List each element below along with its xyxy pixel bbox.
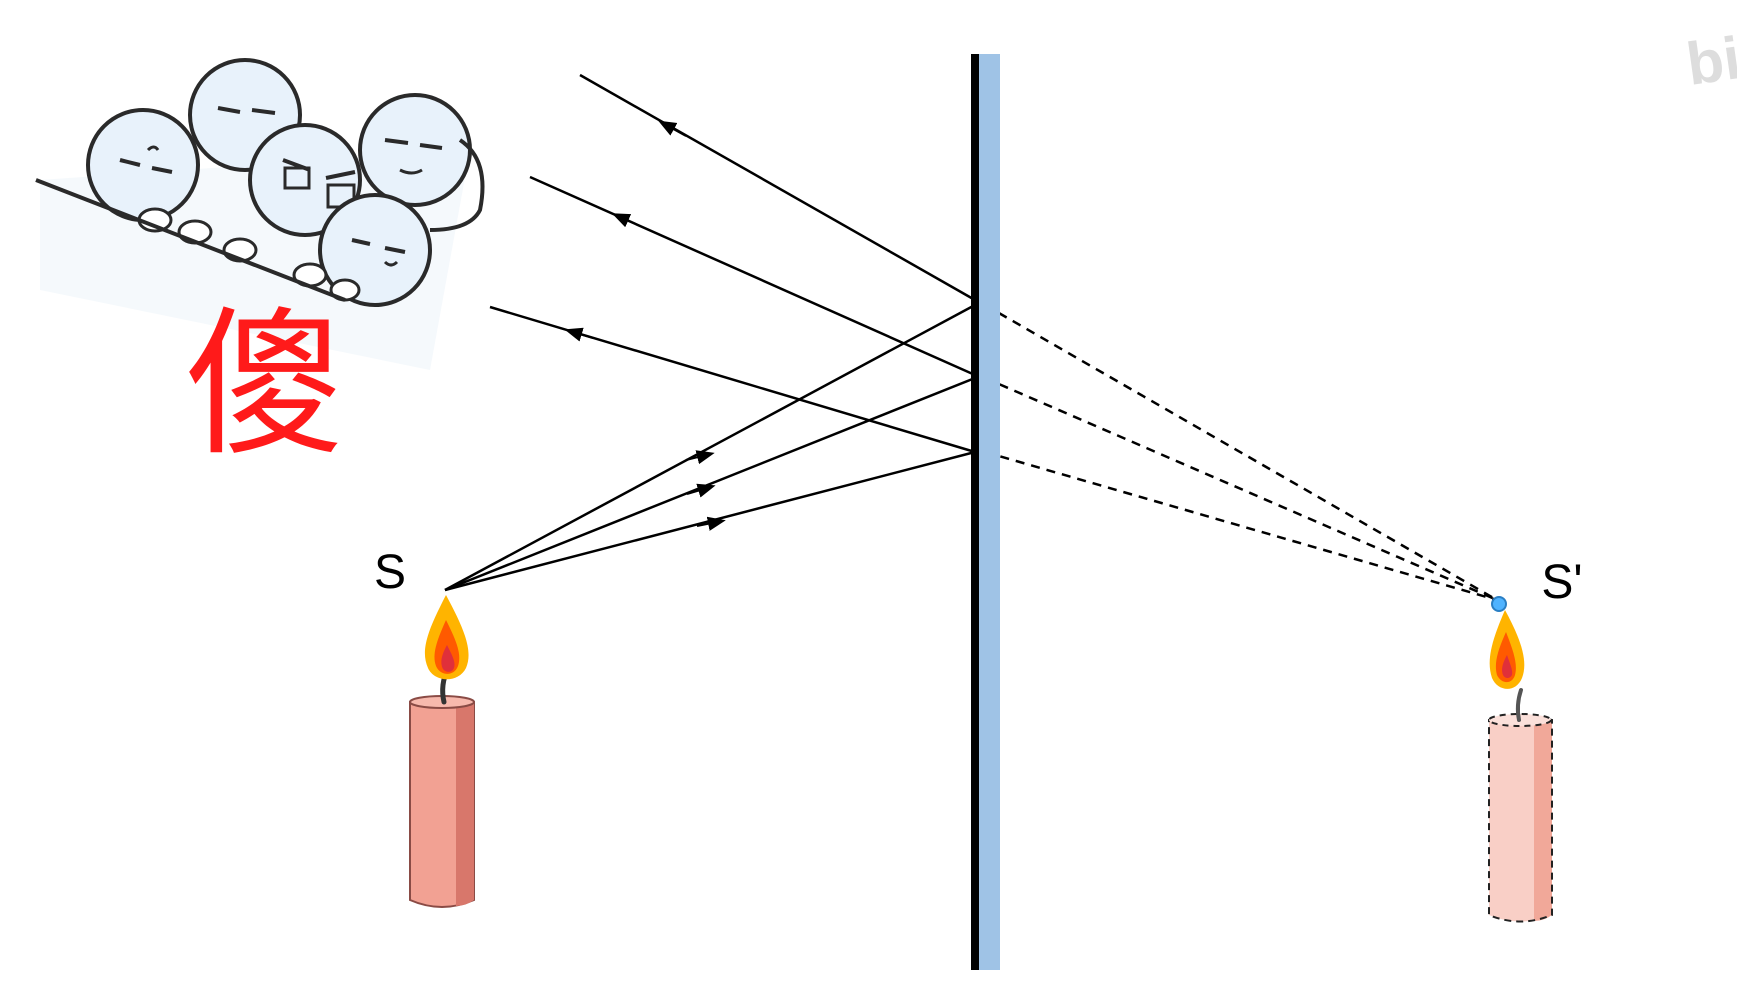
- virtual-extension-2: [984, 376, 1498, 602]
- reflected-ray-3: [489, 305, 976, 454]
- plane-mirror: [971, 54, 1000, 970]
- meme-ledge-line: [35, 178, 346, 302]
- candle-icon: [409, 595, 475, 908]
- reflected-ray-2: [529, 175, 976, 377]
- virtual-ray-extensions: [984, 303, 1498, 602]
- incident-ray-3: [444, 450, 976, 592]
- crowd-peeking-meme-icon: [35, 58, 485, 370]
- meme-face-5: [318, 193, 432, 307]
- reflected-rays: [489, 73, 976, 454]
- candle-body-shadow: [456, 701, 474, 906]
- flame-icon: [424, 595, 469, 680]
- reflected-ray-1: [579, 73, 976, 302]
- meme-face-3: [358, 93, 485, 232]
- incident-arrow-2: [686, 483, 716, 498]
- watermark-logo: bi: [1682, 24, 1737, 98]
- meme-face-4-angry: [248, 123, 362, 237]
- candle-image-icon: [1488, 596, 1553, 923]
- reflected-arrow-3: [564, 327, 594, 342]
- incident-arrow-3: [696, 516, 726, 531]
- reflected-arrow-1: [658, 120, 687, 137]
- mirror-reflective-surface: [971, 54, 979, 970]
- incident-ray-1: [444, 303, 976, 592]
- caption-character: 傻: [185, 295, 345, 474]
- incident-ray-2: [444, 376, 976, 592]
- flame-image-icon: [1489, 610, 1525, 689]
- virtual-extension-3: [984, 450, 1498, 602]
- virtual-extension-1: [984, 303, 1498, 602]
- candle-image-wick: [1515, 688, 1523, 722]
- image-point-marker: [1491, 596, 1507, 612]
- reflected-arrow-2: [611, 213, 641, 228]
- source-label: S: [374, 546, 406, 599]
- meme-face-1: [86, 108, 200, 222]
- candle-image-outline: [1488, 716, 1553, 923]
- mirror-glass: [977, 54, 1000, 970]
- candle-image-shadow: [1534, 719, 1552, 921]
- image-label: S': [1541, 556, 1582, 609]
- incident-arrow-1: [685, 450, 715, 465]
- incident-rays: [444, 303, 976, 592]
